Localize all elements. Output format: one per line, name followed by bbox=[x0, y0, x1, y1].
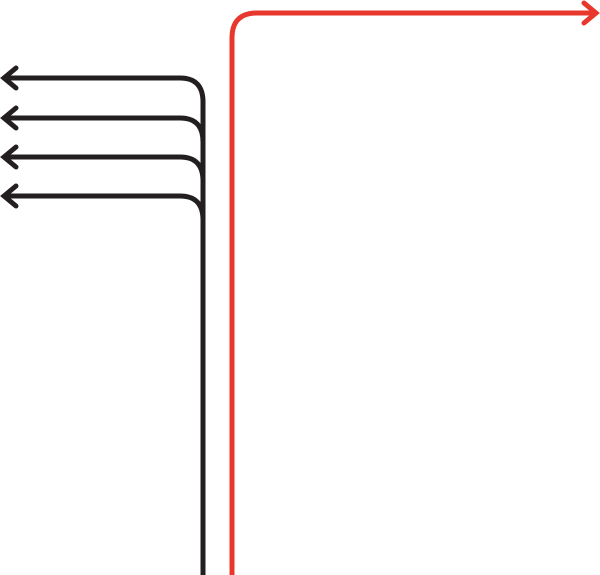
black-arrowhead-1 bbox=[0, 65, 19, 91]
black-arrowhead-3 bbox=[0, 144, 19, 170]
black-arrow-group bbox=[0, 65, 206, 575]
red-arrowhead bbox=[581, 0, 600, 26]
red-arrow-group bbox=[229, 0, 600, 575]
black-branch-arrow-1 bbox=[6, 75, 206, 103]
black-arrowhead-2 bbox=[0, 105, 19, 131]
red-main-arrow bbox=[229, 10, 592, 575]
black-branch-arrow-3 bbox=[6, 154, 206, 182]
black-branch-arrow-4 bbox=[6, 193, 206, 221]
black-arrowhead-4 bbox=[0, 183, 19, 209]
black-branch-arrow-2 bbox=[6, 115, 206, 143]
